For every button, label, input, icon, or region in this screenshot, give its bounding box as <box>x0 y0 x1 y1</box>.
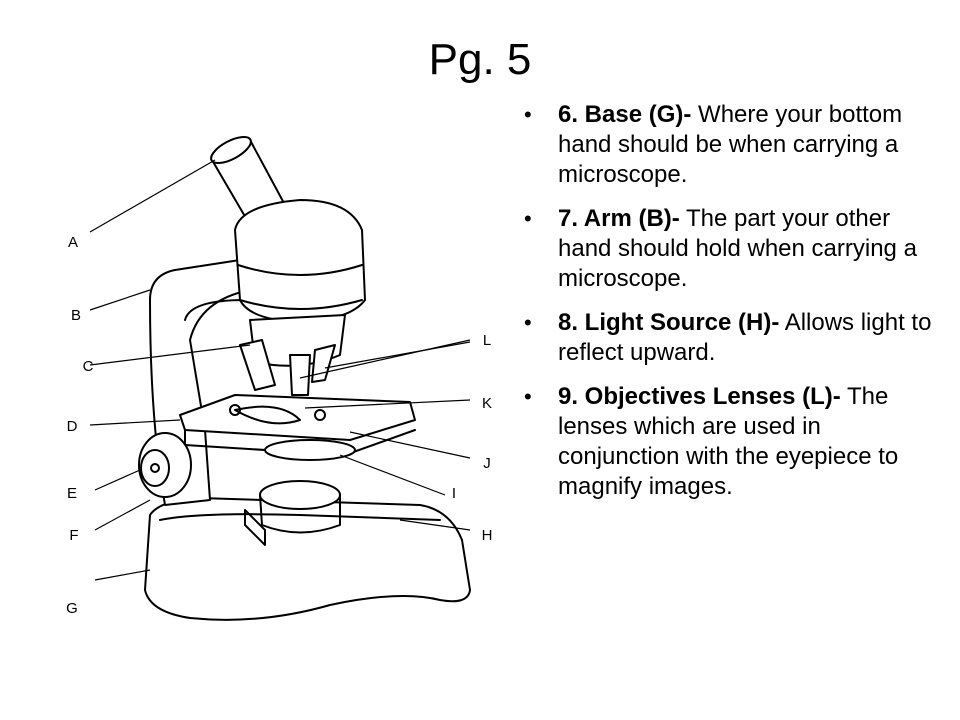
bullet-dot: • <box>524 102 532 127</box>
microscope-base <box>144 497 471 621</box>
bullet-item: • 6. Base (G)- Where your bottom hand sho… <box>520 100 940 190</box>
body-tube <box>234 199 366 323</box>
label-l: L <box>482 332 492 349</box>
bullet-list: • 6. Base (G)- Where your bottom hand sho… <box>520 100 940 516</box>
stage-clip <box>234 405 301 425</box>
bullet-term: 7. Arm (B)- <box>558 205 680 232</box>
bullet-dot: • <box>524 206 532 231</box>
diaphragm <box>264 439 356 461</box>
label-f: F <box>69 527 79 544</box>
label-j: J <box>483 455 491 472</box>
label-c: C <box>82 358 94 375</box>
label-b: B <box>70 307 81 324</box>
bullet-text: Allows light to reflect upward. <box>558 309 932 366</box>
label-i: I <box>451 485 457 502</box>
bullet-item: • 9. Objectives Lenses (L)- The lenses wh… <box>520 382 940 502</box>
label-d: D <box>66 418 78 435</box>
objective-lens <box>239 339 276 391</box>
label-g: G <box>66 600 78 617</box>
microscope-diagram <box>89 135 471 621</box>
bullet-dot: • <box>524 384 532 409</box>
bullet-text: Where your bottom hand should be when ca… <box>558 101 903 188</box>
bullet-term: 9. Objectives Lenses (L)- <box>558 383 841 410</box>
bullet-text: The lenses which are used in conjunction… <box>558 383 899 500</box>
bullet-term: 6. Base (G)- <box>558 101 692 128</box>
label-e: E <box>66 485 77 502</box>
objective-lens-3 <box>311 344 336 383</box>
slide-title: Pg. 5 <box>428 35 532 84</box>
label-h: H <box>481 527 493 544</box>
bullet-item: • 8. Light Source (H)- Allows light to re… <box>520 308 940 368</box>
objective-lens-2 <box>289 354 311 396</box>
light-source <box>259 480 341 510</box>
label-k: K <box>481 395 492 412</box>
label-a: A <box>67 234 78 251</box>
bullet-item: • 7. Arm (B)- The part your other hand sh… <box>520 204 940 294</box>
bullet-dot: • <box>524 310 532 335</box>
bullet-term: 8. Light Source (H)- <box>558 309 780 336</box>
bullet-text: The part your other hand should hold whe… <box>558 205 917 292</box>
